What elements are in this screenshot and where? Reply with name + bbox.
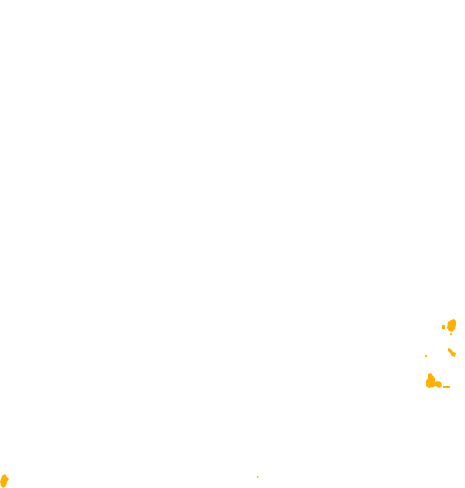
highlight-region[interactable]: [448, 348, 456, 357]
highlight-region[interactable]: [257, 476, 259, 478]
highlight-region[interactable]: [425, 355, 427, 357]
highlight-region[interactable]: [426, 373, 442, 388]
highlight-region[interactable]: [447, 319, 456, 332]
highlight-region[interactable]: [450, 333, 452, 335]
highlight-region[interactable]: [443, 386, 450, 388]
highlight-region[interactable]: [0, 474, 9, 488]
highlight-region[interactable]: [442, 325, 445, 329]
highlight-layer: [0, 319, 456, 488]
